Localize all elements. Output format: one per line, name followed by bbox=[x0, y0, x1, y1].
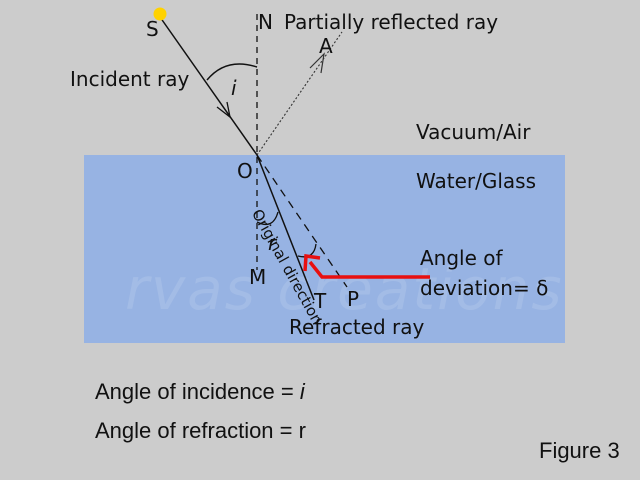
point-m-label: M bbox=[249, 265, 267, 289]
incidence-caption-text: Angle of incidence = bbox=[95, 379, 300, 404]
original-direction-line bbox=[256, 154, 348, 288]
angle-r-label: r bbox=[268, 231, 277, 255]
incident-arrowhead bbox=[216, 101, 231, 119]
point-n-label: N bbox=[258, 10, 273, 34]
point-o-label: O bbox=[237, 159, 253, 183]
point-t-label: T bbox=[314, 289, 327, 313]
incident-ray bbox=[159, 16, 258, 156]
reflected-arrowhead bbox=[309, 52, 325, 74]
upper-medium-label: Vacuum/Air bbox=[416, 120, 531, 144]
refracted-ray-label: Refracted ray bbox=[289, 315, 425, 339]
point-p-label: P bbox=[347, 287, 360, 311]
incidence-caption: Angle of incidence = i bbox=[95, 381, 305, 403]
deviation-pointer-head bbox=[303, 254, 321, 272]
water-glass-medium bbox=[84, 155, 565, 343]
lower-medium-label: Water/Glass bbox=[416, 169, 537, 193]
angle-i-arc bbox=[206, 63, 258, 81]
watermark: rvas creations bbox=[125, 255, 564, 323]
reflected-ray-label: Partially reflected ray bbox=[284, 10, 499, 34]
refracted-ray bbox=[256, 154, 315, 301]
angle-i-label: i bbox=[231, 76, 237, 100]
refraction-caption: Angle of refraction = r bbox=[95, 418, 306, 443]
incidence-caption-symbol: i bbox=[299, 379, 305, 404]
incident-ray-label: Incident ray bbox=[70, 67, 190, 91]
light-source-icon bbox=[153, 7, 167, 21]
point-a-label: A bbox=[319, 34, 333, 58]
reflected-ray bbox=[256, 31, 343, 156]
deviation-pointer bbox=[308, 260, 430, 279]
deviation-label-line1: Angle of bbox=[420, 246, 503, 270]
point-s-label: S bbox=[146, 17, 159, 41]
angle-r-arc bbox=[256, 211, 279, 226]
figure-caption: Figure 3 bbox=[539, 438, 620, 463]
deviation-label-line2: deviation= δ bbox=[420, 276, 549, 300]
